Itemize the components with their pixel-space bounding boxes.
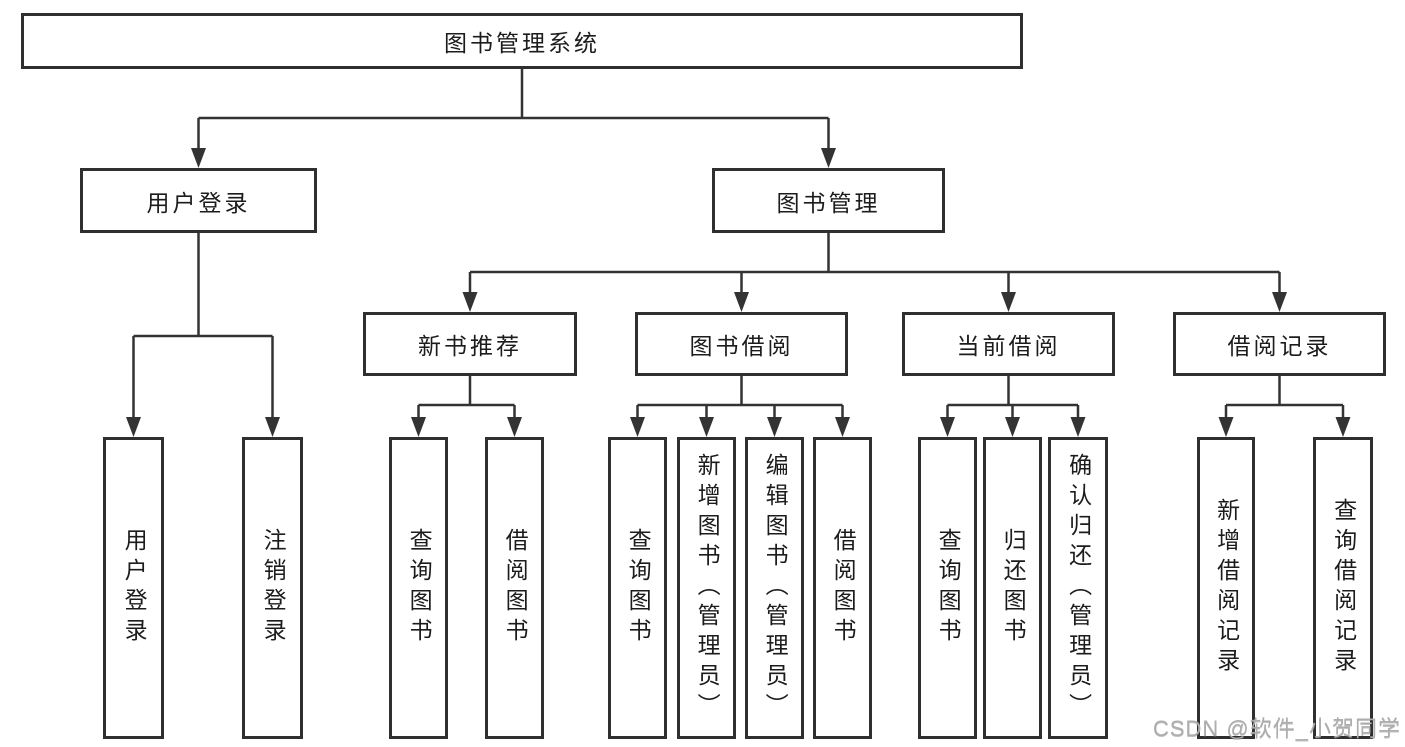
connector-book-management-to-level3 bbox=[468, 233, 1281, 296]
node-borrowing-records-label: 借阅记录 bbox=[1227, 333, 1332, 359]
connector-user-login-to-children bbox=[132, 233, 274, 421]
arrowhead-down-icon bbox=[767, 417, 782, 437]
arrowhead-down-icon bbox=[191, 148, 206, 168]
arrowhead-down-icon bbox=[734, 292, 749, 312]
node-confirm-return-admin-label: 确认归还（管理员） bbox=[1065, 453, 1092, 723]
node-add-books-admin: 新增图书（管理员） bbox=[677, 437, 736, 739]
connector-current-borrowing-to-children bbox=[946, 376, 1080, 421]
arrowhead-down-icon bbox=[630, 417, 645, 437]
node-user-login: 用户登录 bbox=[80, 168, 317, 233]
arrowhead-down-icon bbox=[1335, 417, 1351, 437]
node-query-books-1: 查询图书 bbox=[389, 437, 448, 739]
node-user-login-label: 用户登录 bbox=[146, 189, 251, 216]
connector-book-borrowing-to-children bbox=[636, 376, 844, 421]
node-borrow-books-2: 借阅图书 bbox=[813, 437, 872, 739]
node-book-management: 图书管理 bbox=[712, 168, 945, 233]
node-user-login-leaf-label: 用户登录 bbox=[121, 528, 148, 648]
node-root-label: 图书管理系统 bbox=[444, 30, 600, 56]
node-root: 图书管理系统 bbox=[21, 13, 1023, 69]
node-query-books-2-label: 查询图书 bbox=[625, 528, 652, 648]
node-return-books: 归还图书 bbox=[983, 437, 1042, 739]
node-book-borrowing: 图书借阅 bbox=[635, 312, 848, 376]
node-return-books-label: 归还图书 bbox=[1000, 528, 1027, 648]
node-confirm-return-admin: 确认归还（管理员） bbox=[1048, 437, 1108, 739]
node-borrow-books-1: 借阅图书 bbox=[485, 437, 544, 739]
node-borrow-books-2-label: 借阅图书 bbox=[830, 528, 857, 648]
arrowheads-group bbox=[126, 148, 1351, 437]
arrowhead-down-icon bbox=[699, 417, 714, 437]
connector-new-book-to-children bbox=[417, 376, 516, 421]
arrowhead-down-icon bbox=[411, 417, 426, 437]
arrowhead-down-icon bbox=[940, 417, 955, 437]
arrowhead-down-icon bbox=[1272, 292, 1287, 312]
arrowhead-down-icon bbox=[265, 417, 280, 437]
node-new-book-recommendation-label: 新书推荐 bbox=[418, 333, 522, 359]
node-edit-books-admin: 编辑图书（管理员） bbox=[745, 437, 804, 739]
node-current-borrowing-label: 当前借阅 bbox=[956, 333, 1061, 359]
node-query-books-3: 查询图书 bbox=[918, 437, 977, 739]
csdn-watermark: CSDN @软件_小贺同学 bbox=[1152, 716, 1401, 741]
node-query-books-3-label: 查询图书 bbox=[935, 528, 962, 648]
node-logout-leaf-label: 注销登录 bbox=[260, 528, 287, 648]
connector-borrow-records-to-children bbox=[1224, 376, 1345, 421]
arrowhead-down-icon bbox=[835, 417, 850, 437]
connector-root-to-level2 bbox=[197, 69, 830, 152]
arrowhead-down-icon bbox=[1070, 417, 1086, 437]
node-current-borrowing: 当前借阅 bbox=[902, 312, 1115, 376]
node-query-books-2: 查询图书 bbox=[608, 437, 667, 739]
node-logout-leaf: 注销登录 bbox=[242, 437, 303, 739]
node-add-borrow-record: 新增借阅记录 bbox=[1197, 437, 1255, 739]
node-borrowing-records: 借阅记录 bbox=[1173, 312, 1386, 376]
arrowhead-down-icon bbox=[1001, 292, 1016, 312]
node-query-borrow-record: 查询借阅记录 bbox=[1313, 437, 1373, 739]
node-borrow-books-1-label: 借阅图书 bbox=[502, 528, 529, 648]
node-edit-books-admin-label: 编辑图书（管理员） bbox=[762, 453, 789, 723]
node-user-login-leaf: 用户登录 bbox=[103, 437, 164, 739]
arrowhead-down-icon bbox=[462, 292, 478, 312]
arrowhead-down-icon bbox=[1218, 417, 1234, 437]
node-book-borrowing-label: 图书借阅 bbox=[689, 333, 794, 359]
node-book-management-label: 图书管理 bbox=[776, 189, 881, 216]
node-new-book-recommendation: 新书推荐 bbox=[363, 312, 577, 376]
node-add-books-admin-label: 新增图书（管理员） bbox=[694, 453, 721, 723]
arrowhead-down-icon bbox=[126, 417, 141, 437]
arrowhead-down-icon bbox=[1005, 417, 1020, 437]
arrowhead-down-icon bbox=[821, 148, 836, 168]
node-add-borrow-record-label: 新增借阅记录 bbox=[1213, 498, 1240, 678]
node-query-books-1-label: 查询图书 bbox=[406, 528, 433, 648]
arrowhead-down-icon bbox=[507, 417, 522, 437]
node-query-borrow-record-label: 查询借阅记录 bbox=[1330, 498, 1357, 678]
